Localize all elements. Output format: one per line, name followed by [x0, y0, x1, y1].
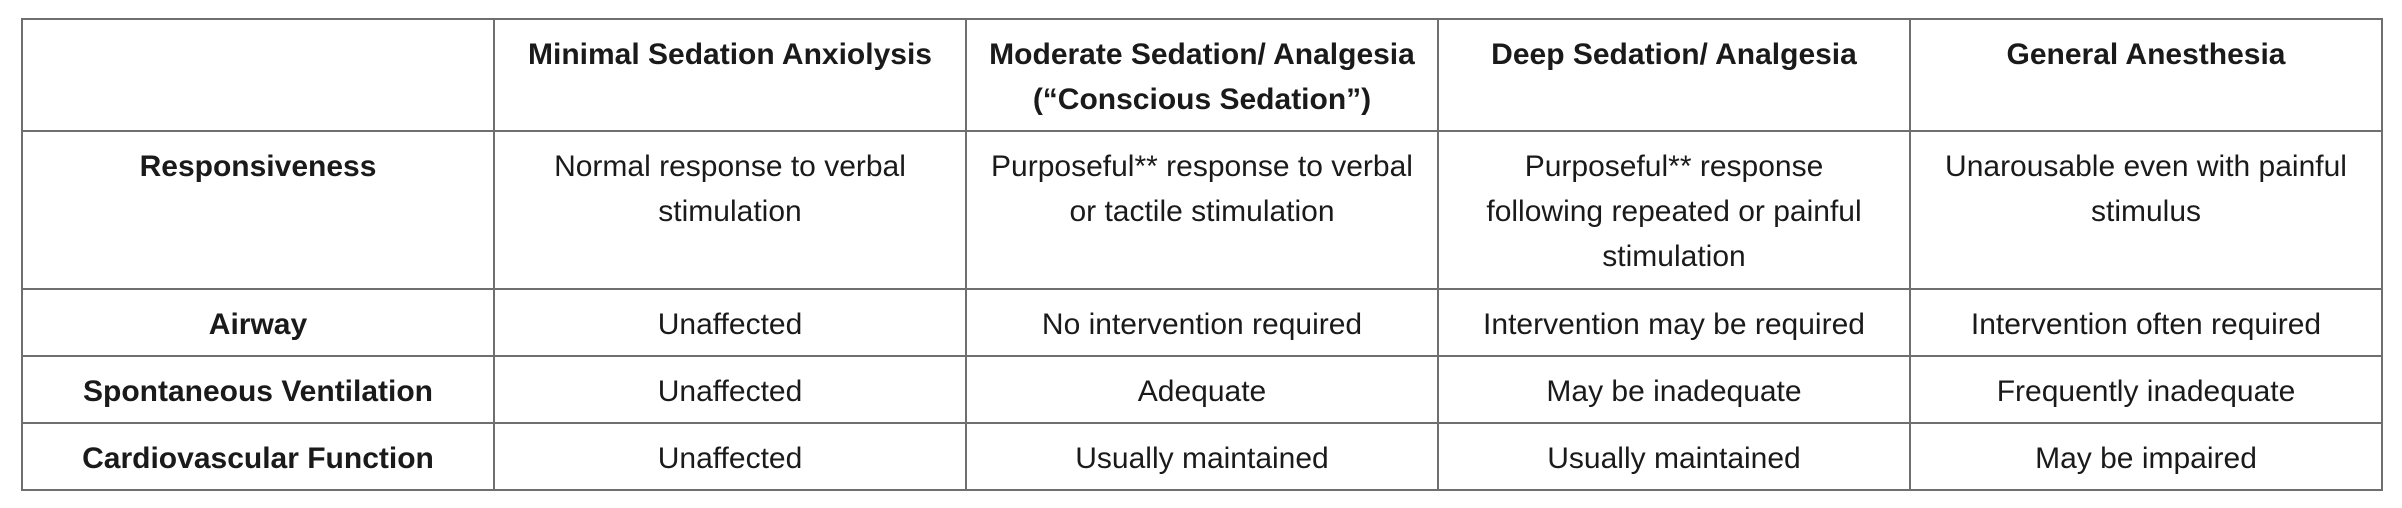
column-header-line: Moderate Sedation/ Analgesia	[989, 38, 1415, 71]
column-header-line: (“Conscious Sedation”)	[1032, 83, 1372, 116]
table-row-airway: Airway Unaffected No intervention requir…	[21, 288, 2383, 357]
column-header-deep-sedation: Deep Sedation/ Analgesia	[1437, 18, 1911, 132]
table-cell: Intervention may be required	[1437, 288, 1911, 357]
table-row-cardiovascular-function: Cardiovascular Function Unaffected Usual…	[21, 422, 2383, 491]
row-label-spontaneous-ventilation: Spontaneous Ventilation	[21, 355, 495, 424]
table-cell: May be impaired	[1909, 422, 2383, 491]
table-cell: Intervention often required	[1909, 288, 2383, 357]
column-header-line: Deep Sedation/ Analgesia	[1491, 38, 1857, 71]
table-cell: Frequently inadequate	[1909, 355, 2383, 424]
table-row-spontaneous-ventilation: Spontaneous Ventilation Unaffected Adequ…	[21, 355, 2383, 424]
table-cell: Unaffected	[493, 422, 967, 491]
table-cell: Adequate	[965, 355, 1439, 424]
table-cell: May be inadequate	[1437, 355, 1911, 424]
cell-line: following repeated or painful	[1486, 195, 1862, 228]
table-cell: Purposeful** response to verbal or tacti…	[965, 130, 1439, 290]
cell-line: stimulation	[1602, 240, 1746, 273]
cell-line: or tactile stimulation	[1069, 195, 1335, 228]
table-cell: Unarousable even with painful stimulus	[1909, 130, 2383, 290]
cell-line: stimulus	[2090, 195, 2202, 228]
table-row-responsiveness: Responsiveness Normal response to verbal…	[21, 130, 2383, 290]
cell-line: Purposeful** response to verbal	[991, 150, 1413, 183]
column-header-moderate-sedation: Moderate Sedation/ Analgesia (“Conscious…	[965, 18, 1439, 132]
table-cell: Purposeful** response following repeated…	[1437, 130, 1911, 290]
cell-line: Normal response to verbal	[554, 150, 906, 183]
row-label-cardiovascular-function: Cardiovascular Function	[21, 422, 495, 491]
corner-cell	[21, 18, 495, 132]
cell-line: stimulation	[658, 195, 802, 228]
table-cell: Unaffected	[493, 355, 967, 424]
cell-line: Unarousable even with painful	[1945, 150, 2347, 183]
column-header-minimal-sedation: Minimal Sedation Anxiolysis	[493, 18, 967, 132]
row-label-airway: Airway	[21, 288, 495, 357]
sedation-levels-table: Minimal Sedation Anxiolysis Moderate Sed…	[21, 18, 2383, 491]
cell-line: Purposeful** response	[1524, 150, 1824, 183]
column-header-general-anesthesia: General Anesthesia	[1909, 18, 2383, 132]
table-cell: Usually maintained	[965, 422, 1439, 491]
table-header-row: Minimal Sedation Anxiolysis Moderate Sed…	[21, 18, 2383, 132]
table-cell: Normal response to verbal stimulation	[493, 130, 967, 290]
column-header-line: General Anesthesia	[2006, 38, 2286, 71]
table-cell: No intervention required	[965, 288, 1439, 357]
table-cell: Usually maintained	[1437, 422, 1911, 491]
column-header-line: Minimal Sedation Anxiolysis	[528, 38, 932, 71]
row-label-responsiveness: Responsiveness	[21, 130, 495, 290]
table-cell: Unaffected	[493, 288, 967, 357]
